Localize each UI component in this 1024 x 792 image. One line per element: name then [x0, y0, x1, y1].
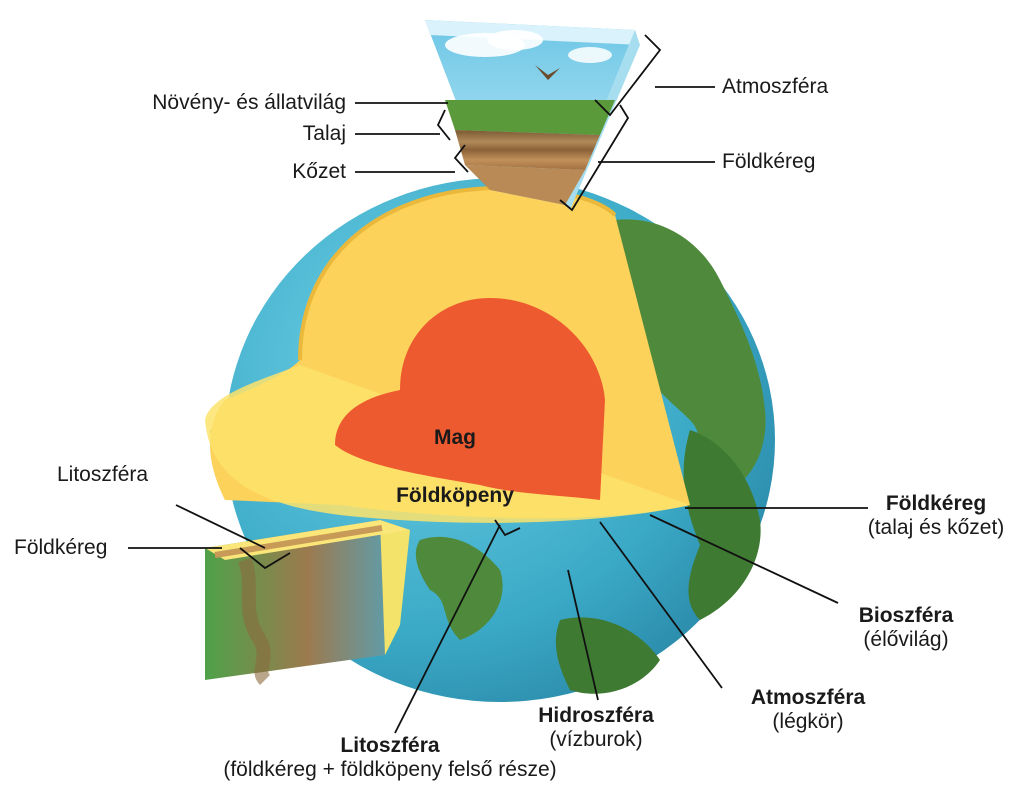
label-atmoszfera-top: Atmoszféra [722, 75, 828, 99]
label-foldkereg-top: Földkéreg [722, 150, 815, 174]
label-foldkereg-right-title: Földkéreg [886, 492, 986, 515]
label-atmoszfera-bottom-sub: (légkör) [718, 710, 898, 734]
label-atmoszfera-bottom: Atmoszféra (légkör) [718, 686, 898, 734]
label-atmoszfera-bottom-title: Atmoszféra [751, 686, 865, 709]
label-litoszfera-bottom-title: Litoszféra [340, 734, 439, 757]
label-foldkopeny: Földköpeny [365, 484, 545, 508]
label-foldkereg-right-sub: (talaj és kőzet) [846, 516, 1024, 540]
soil-layer [455, 130, 600, 170]
label-litoszfera-bottom-sub: (földkéreg + földköpeny felső része) [170, 758, 610, 782]
vegetation-layer [445, 100, 615, 135]
cloud [487, 30, 543, 50]
label-bioszfera: Bioszféra (élővilág) [816, 604, 996, 652]
label-kozet: Kőzet [200, 160, 346, 184]
cloud [568, 47, 612, 63]
label-bioszfera-title: Bioszféra [859, 604, 954, 627]
label-noveny-es-allatvilag: Növény- és állatvilág [108, 91, 346, 115]
label-bioszfera-sub: (élővilág) [816, 628, 996, 652]
label-talaj: Talaj [200, 122, 346, 146]
label-hidroszfera-title: Hidroszféra [538, 704, 654, 727]
label-litoszfera-bottom: Litoszféra (földkéreg + földköpeny felső… [170, 734, 610, 782]
label-foldkereg-left: Földkéreg [14, 536, 107, 560]
bracket-talaj [438, 110, 450, 140]
label-litoszfera-left: Litoszféra [57, 463, 148, 487]
label-mag: Mag [415, 426, 495, 450]
label-foldkereg-right: Földkéreg (talaj és kőzet) [846, 492, 1024, 540]
